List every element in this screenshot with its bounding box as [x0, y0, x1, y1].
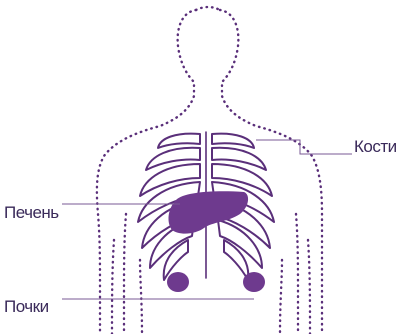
kidneys-label: Почки — [4, 298, 49, 315]
bones-label: Кости — [354, 138, 397, 155]
liver-label: Печень — [4, 204, 59, 221]
kidney-right — [243, 272, 265, 292]
kidney-left — [167, 272, 189, 292]
body-silhouette — [97, 7, 322, 334]
